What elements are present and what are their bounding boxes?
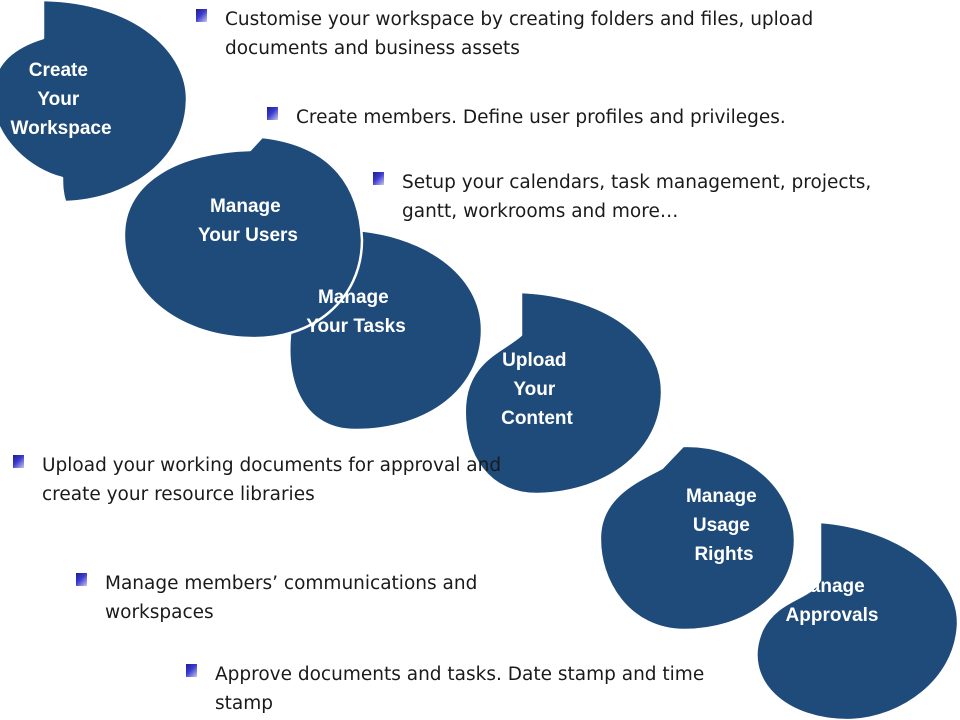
bullet-marker-icon [76, 573, 87, 586]
step-label-upload-your-content: Upload Your Content [501, 350, 573, 429]
step-label-manage-your-tasks: Manage Your Tasks [306, 287, 406, 337]
bullet-text: Upload your working documents for approv… [42, 455, 502, 505]
bullet-marker-icon [196, 9, 207, 22]
bullet-create-workspace: Customise your workspace by creating fol… [196, 5, 856, 63]
step-label-manage-usage-rights: Manage Usage Rights [686, 486, 762, 565]
bullet-text: Approve documents and tasks. Date stamp … [215, 664, 705, 714]
bullet-manage-tasks: Setup your calendars, task management, p… [373, 168, 918, 226]
step-label-manage-your-users: Manage Your Users [198, 196, 298, 246]
step-shape-manage-your-users [122, 135, 364, 340]
bullet-marker-icon [186, 664, 197, 677]
bullet-upload-content: Upload your working documents for approv… [13, 451, 503, 509]
bullet-marker-icon [13, 455, 24, 468]
bullet-manage-usage-rights: Manage members’ communications and works… [76, 569, 516, 627]
bullet-text: Setup your calendars, task management, p… [402, 172, 872, 222]
bullet-text: Customise your workspace by creating fol… [225, 9, 814, 59]
step-shape-manage-approvals [755, 520, 960, 720]
step-shape-upload-your-content [463, 290, 664, 496]
step-shape-manage-usage-rights [598, 444, 797, 632]
bullet-manage-users: Create members. Define user profiles and… [267, 103, 867, 132]
step-shape-create-your-workspace [0, 0, 189, 204]
bullet-manage-approvals: Approve documents and tasks. Date stamp … [186, 660, 746, 718]
bullet-marker-icon [267, 107, 278, 120]
bullet-marker-icon [373, 172, 384, 185]
bullet-text: Create members. Define user profiles and… [296, 107, 786, 128]
step-label-manage-approvals: Manage Approvals [786, 576, 879, 626]
step-labels: Create Your Workspace Manage Your Users … [10, 60, 878, 626]
bullet-text: Manage members’ communications and works… [105, 573, 478, 623]
step-label-create-your-workspace: Create Your Workspace [10, 60, 111, 139]
